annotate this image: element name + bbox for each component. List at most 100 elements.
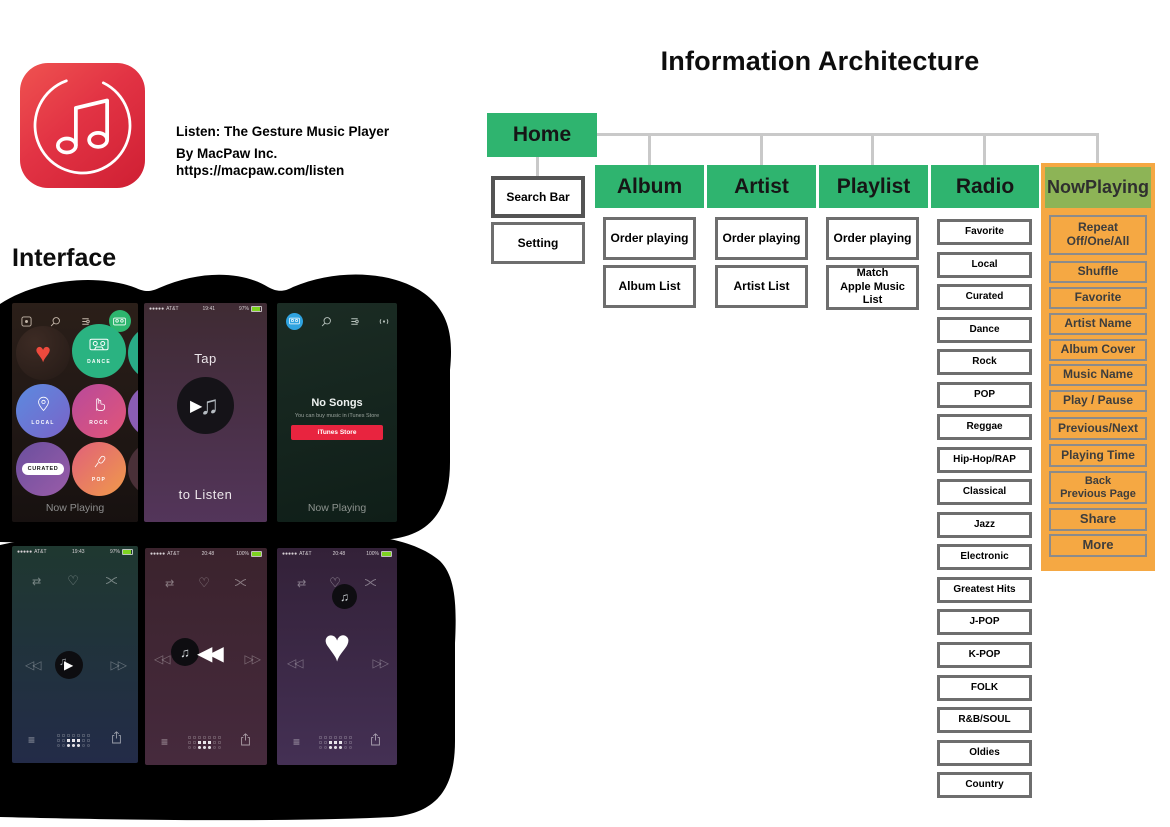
node-radio-genre: Curated [937,284,1032,310]
category-partial-circle [128,442,138,496]
node-radio-genre: Classical [937,479,1032,505]
node-radio-genre: Oldies [937,740,1032,766]
carrier-label: AT&T [166,306,179,312]
connector-line [648,133,651,166]
node-match-apple-music-list: Match Apple Music List [826,265,919,310]
play-icon: ▶ [64,658,74,672]
app-description: Listen: The Gesture Music Player By MacP… [176,124,389,178]
music-note-icon: ♫ [59,656,68,668]
node-nowplaying-item: Previous/Next [1049,417,1147,440]
microphone-icon [92,455,106,474]
music-note-icon: ♫ [340,589,349,604]
signal-dots: ●●●●● [282,551,298,557]
carrier-label: AT&T [34,549,47,555]
node-nowplaying-item: Artist Name [1049,313,1147,335]
filter-icon [80,316,91,327]
node-radio-genre: FOLK [937,675,1032,701]
filter-icon [349,316,360,327]
pad-dots-grid [56,733,91,748]
repeat-icon: ⇄ [32,575,42,588]
category-partial-circle [128,384,138,438]
node-radio-genre: POP [937,382,1032,408]
battery-icon [122,549,133,555]
category-rock-circle: CURATED ROCK [72,384,126,438]
node-nowplaying-item: Favorite [1049,287,1147,309]
node-radio-genre: Favorite [937,219,1032,245]
battery-icon [381,551,392,557]
play-note-button: ♫ ▶ [177,377,234,434]
node-album: Album [595,165,704,208]
node-artist-order-playing: Order playing [715,217,808,260]
category-pop-circle: POP [72,442,126,496]
now-playing-label: Now Playing [307,502,367,514]
category-label: DANCE [87,358,111,365]
app-title: Listen: The Gesture Music Player [176,124,390,139]
next-icon: ▷▷ [372,656,390,670]
battery-icon [251,551,262,557]
node-artist-list: Artist List [715,265,808,308]
search-icon [50,316,61,327]
category-local-circle: LOCAL [16,384,70,438]
carrier-label: AT&T [299,551,312,557]
screenshot-no-songs: No Songs You can buy music in iTunes Sto… [277,303,397,522]
dragged-note-button: ♫ [171,638,199,666]
status-bar: ●●●●●AT&T 19:41 97% [144,303,267,312]
category-label: POP [91,477,107,483]
cassette-icon [89,338,109,356]
status-bar: ●●●●●AT&T 20:48 100% [145,548,267,557]
connector-line [983,133,986,166]
carrier-label: AT&T [167,551,180,557]
connector-line [760,133,763,166]
repeat-icon: ⇄ [297,577,307,590]
scan-icon [21,315,32,327]
category-favorite-circle: ♥ [16,326,70,380]
library-button [108,310,131,332]
status-time: 20:48 [332,551,346,557]
page-title: Information Architecture [660,46,980,76]
node-album-order-playing: Order playing [603,217,696,260]
node-nowplaying: NowPlaying [1045,167,1151,208]
node-playlist-order-playing: Order playing [826,217,919,260]
music-note-icon [33,76,132,175]
connector-line [597,133,1098,136]
app-url[interactable]: https://macpaw.com/listen [176,163,345,178]
category-partial-circle [128,326,138,380]
node-nowplaying-item: Playing Time [1049,444,1147,467]
node-nowplaying-item: Share [1049,508,1147,531]
to-listen-label: to Listen [178,487,233,502]
search-icon [321,316,332,327]
node-nowplaying-item: Repeat Off/One/All [1049,215,1147,255]
node-radio-genre: Reggae [937,414,1032,440]
previous-icon: ◁◁ [25,658,42,672]
node-radio-genre: Jazz [937,512,1032,538]
rewind-icon: ◀◀ [197,643,224,665]
now-playing-label: Now Playing [45,502,105,514]
signal-dots: ●●●●● [149,306,165,312]
node-nowplaying-item: Back Previous Page [1049,471,1147,504]
heart-icon: ♡ [329,575,341,590]
status-bar: ●●●●●AT&T 20:48 100% [277,548,397,557]
shuffle-icon [105,572,118,590]
battery-icon [251,306,262,312]
battery-percent: 100% [366,551,379,557]
category-curated-circle: CURATED [16,442,70,496]
status-time: 19:43 [72,549,85,555]
node-radio-genre: J-POP [937,609,1032,635]
location-pin-icon [37,396,50,417]
category-dance-circle: DANCE [72,324,126,378]
node-radio-genre: Country [937,772,1032,798]
node-radio-genre: K-POP [937,642,1032,668]
signal-dots: ●●●●● [150,551,166,557]
node-radio-genre: Local [937,252,1032,278]
node-radio-genre: Greatest Hits [937,577,1032,603]
status-time: 19:41 [202,306,216,312]
node-radio-genre: Hip-Hop/RAP [937,447,1032,473]
play-icon: ▶ [190,398,203,415]
signal-dots: ●●●●● [17,549,33,555]
screenshot-tap-to-listen: ●●●●●AT&T 19:41 97% Tap ♫ ▶ to Listen [144,303,267,522]
pad-dots-grid [187,735,222,750]
category-label: ROCK [89,419,109,426]
status-bar: ●●●●●AT&T 19:43 97% [12,546,138,555]
connector-line [1096,133,1099,168]
library-tab-selected [286,312,303,330]
